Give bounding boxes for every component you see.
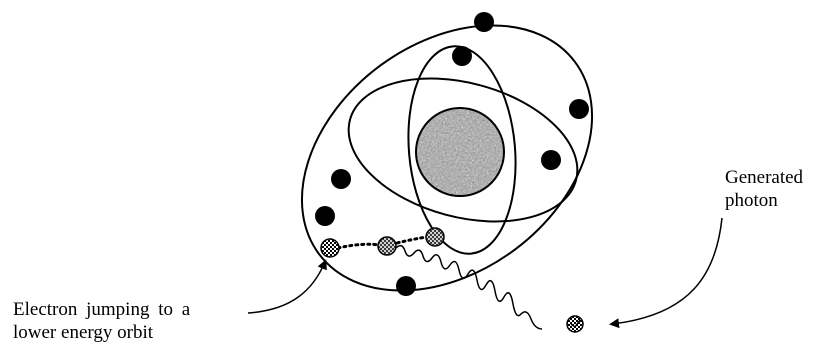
photon-wave [396,246,542,329]
electron-end [426,228,444,246]
nucleus [414,106,506,198]
electron-label-line2: lower energy orbit [13,321,190,344]
electron [569,99,589,119]
photon-arrow [612,218,722,324]
photon-label-line2: photon [725,189,803,212]
electron [474,12,494,32]
photon [567,316,583,332]
electron-start [321,239,339,257]
photon-label-line1: Generated [725,166,803,189]
electron-label: Electron jumping to a lower energy orbit [13,298,190,344]
electron-transition [321,228,444,257]
electron-arrow [248,262,325,313]
electron [452,46,472,66]
electron [541,150,561,170]
electron [331,169,351,189]
electron [315,206,335,226]
electron [396,276,416,296]
electron-mid [378,237,396,255]
electron-label-line1: Electron jumping to a [13,298,190,321]
photon-label: Generated photon [725,166,803,212]
